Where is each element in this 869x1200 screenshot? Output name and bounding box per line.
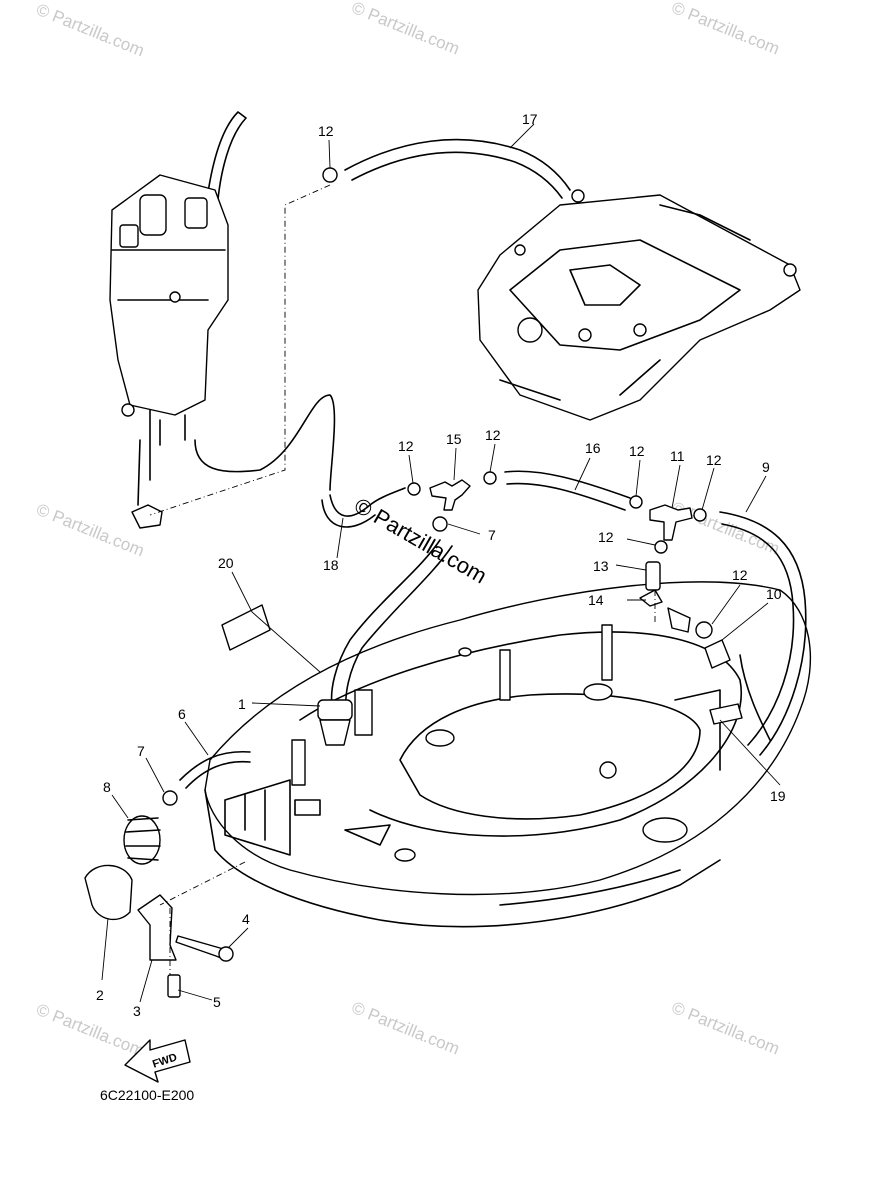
center-watermark: © Partzilla.com (350, 493, 491, 589)
svg-text:© Partzilla.com: © Partzilla.com (34, 0, 147, 60)
callout-12: 12 (485, 427, 501, 443)
callout-12: 12 (629, 443, 645, 459)
hoses (179, 138, 807, 789)
callouts: 12 17 12 15 12 16 12 11 12 9 7 12 18 13 … (96, 111, 786, 1019)
clamp-12d (483, 471, 497, 485)
clamp-12c (407, 482, 421, 496)
bracket-10 (704, 639, 731, 669)
clamp-12e (629, 495, 643, 509)
callout-4: 4 (242, 911, 250, 927)
clamp-12b (571, 189, 585, 203)
bolt-5 (167, 974, 181, 998)
callout-12: 12 (318, 123, 334, 139)
callout-11: 11 (670, 448, 685, 464)
clamp-7b (162, 790, 178, 806)
clamp-12h (695, 621, 713, 639)
elbow-2 (84, 864, 133, 921)
svg-text:© Partzilla.com: © Partzilla.com (34, 500, 147, 561)
svg-text:© Partzilla.com: © Partzilla.com (349, 0, 462, 59)
callout-5: 5 (213, 994, 221, 1010)
label-plate-20 (221, 604, 271, 651)
fwd-arrow: FWD (124, 1039, 191, 1083)
callout-12: 12 (598, 529, 614, 545)
small-parts (84, 167, 743, 998)
callout-19: 19 (770, 788, 786, 804)
clamp-12f (693, 508, 707, 522)
callout-12: 12 (732, 567, 748, 583)
callout-17: 17 (522, 111, 538, 127)
callout-18: 18 (323, 557, 339, 573)
callout-14: 14 (588, 592, 604, 608)
bottom-cowling (204, 581, 812, 928)
callout-3: 3 (133, 1003, 141, 1019)
callout-12: 12 (398, 438, 414, 454)
fitting-8 (123, 815, 161, 865)
callout-20: 20 (218, 555, 234, 571)
callout-10: 10 (766, 586, 782, 602)
leader-lines (101, 123, 781, 1003)
clamp-12a (322, 167, 338, 183)
callout-15: 15 (446, 431, 462, 447)
bolt-right (667, 607, 691, 633)
callout-1: 1 (238, 696, 246, 712)
callout-12: 12 (706, 452, 722, 468)
callout-7: 7 (137, 743, 145, 759)
svg-text:© Partzilla.com: © Partzilla.com (669, 0, 782, 59)
svg-text:© Partzilla.com: © Partzilla.com (669, 998, 782, 1059)
callout-6: 6 (178, 706, 186, 722)
tee-joint-15 (429, 479, 471, 511)
label-plate-19 (709, 703, 743, 725)
callout-7: 7 (488, 527, 496, 543)
callout-13: 13 (593, 558, 609, 574)
grommet (317, 699, 353, 721)
diagram-code: 6C22100-E200 (100, 1087, 194, 1103)
engine-base-casting (477, 194, 801, 421)
clamp-7a (432, 516, 448, 532)
clamp-12g (654, 540, 668, 554)
callout-16: 16 (585, 440, 601, 456)
alignment-lines (149, 184, 656, 975)
svg-text:© Partzilla.com: © Partzilla.com (34, 1000, 147, 1061)
bracket-3 (137, 894, 177, 961)
callout-2: 2 (96, 987, 104, 1003)
callout-8: 8 (103, 779, 111, 795)
tee-joint-11 (649, 504, 693, 541)
callout-9: 9 (762, 459, 770, 475)
vapor-separator-assembly (109, 111, 247, 529)
joint-13 (645, 561, 661, 591)
svg-text:© Partzilla.com: © Partzilla.com (349, 998, 462, 1059)
